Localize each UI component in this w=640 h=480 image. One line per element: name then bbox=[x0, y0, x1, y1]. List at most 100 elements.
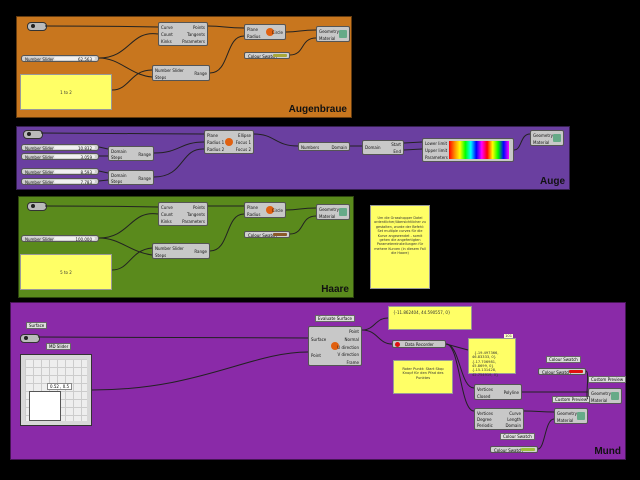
output-port-label: Normal bbox=[344, 337, 359, 342]
slider-label: Number Slider bbox=[25, 57, 54, 62]
wire bbox=[111, 247, 153, 271]
note-panel[interactable]: Um die Grasshopper Datei ordentlicher/üb… bbox=[370, 205, 430, 289]
gradient-component[interactable]: Lower limit Upper limit Parameters bbox=[422, 138, 514, 162]
wire bbox=[98, 33, 159, 59]
point-panel[interactable]: {-11.862404, 44.590557, 0} bbox=[388, 306, 472, 330]
input-port-label: Vertices bbox=[477, 411, 493, 416]
colour-swatch[interactable]: Colour Swatch bbox=[244, 52, 290, 59]
output-port-label: Range bbox=[138, 152, 151, 157]
input-port-label: Steps bbox=[111, 155, 123, 160]
surface-toggle[interactable] bbox=[20, 334, 40, 343]
surface-param[interactable]: Surface bbox=[26, 322, 48, 329]
nurbs-curve-component[interactable]: Vertices Degree Periodic Curve Length Do… bbox=[474, 408, 524, 430]
output-port-label: Frame bbox=[346, 360, 359, 365]
md-slider-label: MD Slider bbox=[46, 343, 72, 350]
wire bbox=[209, 35, 245, 74]
custom-preview-component[interactable]: Geometry Material bbox=[316, 204, 350, 220]
wire bbox=[98, 179, 109, 182]
slider-label: Number Slider bbox=[25, 237, 54, 242]
wire bbox=[153, 141, 205, 154]
deconstruct-domain-component[interactable]: Domain Start End bbox=[362, 140, 404, 155]
input-port-label: Plane bbox=[247, 205, 258, 210]
input-port-label: Radius 1 bbox=[207, 140, 225, 145]
input-port-label: Kinks bbox=[161, 39, 172, 44]
wire bbox=[361, 317, 389, 331]
range-component[interactable]: Domain Steps Range bbox=[108, 170, 154, 185]
wire bbox=[285, 207, 317, 211]
input-port-label: Geometry bbox=[319, 29, 339, 34]
input-port-label: Surface bbox=[311, 337, 327, 342]
bounds-component[interactable]: Numbers Domain bbox=[298, 142, 350, 151]
output-port-label: Focus 1 bbox=[235, 140, 251, 145]
polyline-component[interactable]: Vertices Closed Polyline bbox=[474, 384, 522, 400]
wire bbox=[253, 133, 299, 147]
wire bbox=[40, 132, 205, 135]
output-port-label: Tangents bbox=[187, 32, 205, 37]
wire bbox=[523, 410, 555, 413]
input-port-label: Count bbox=[161, 32, 173, 37]
input-port-label: Domain bbox=[111, 173, 127, 178]
input-port-label: Lower limit bbox=[425, 141, 448, 146]
wire bbox=[585, 370, 589, 400]
input-port-label: Geometry bbox=[557, 411, 577, 416]
input-port-label: Radius bbox=[247, 34, 261, 39]
ellipse-component[interactable]: Plane Radius 1 Radius 2 Ellipse Focus 1 … bbox=[204, 130, 254, 154]
output-port-label: Domain bbox=[331, 145, 347, 150]
output-port-label: Point bbox=[349, 329, 359, 334]
range-component[interactable]: Domain Steps Range bbox=[108, 146, 154, 161]
custom-preview-component[interactable]: Geometry Material bbox=[554, 408, 588, 424]
circle-icon bbox=[265, 206, 274, 214]
evaluate-icon bbox=[331, 342, 339, 350]
record-stop-icon[interactable] bbox=[395, 342, 400, 347]
slider-track bbox=[53, 57, 95, 60]
input-port-label: Material bbox=[557, 418, 574, 423]
divide-curve-component[interactable]: Curve Count Kinks Points Tangents Parame… bbox=[158, 22, 208, 46]
divide-curve-component[interactable]: Curve Count Kinks Points Tangents Parame… bbox=[158, 202, 208, 226]
wire bbox=[445, 343, 475, 412]
preview-icon bbox=[576, 412, 585, 420]
evaluate-surface-component[interactable]: Surface Point Point Normal U direction V… bbox=[308, 326, 362, 366]
custom-preview-component[interactable]: Geometry Material bbox=[316, 26, 350, 42]
colour-swatch-green[interactable]: Colour Swatch bbox=[490, 446, 538, 453]
recorded-points-panel[interactable]: 101 {-19.497366, 46.83333, 0} {-17.70698… bbox=[468, 334, 516, 377]
note-panel-mund[interactable]: Roter Punkt: Start Stop Knopf für den Pf… bbox=[393, 360, 453, 394]
toggle-button[interactable] bbox=[23, 130, 43, 139]
slider-value: 8.593 bbox=[80, 170, 92, 175]
custom-preview-label: Custom Preview bbox=[552, 396, 591, 403]
custom-preview-label: Custom Preview bbox=[588, 376, 627, 383]
circle-component[interactable]: Plane Radius Circle bbox=[244, 24, 286, 40]
wire bbox=[98, 57, 153, 78]
custom-preview-component[interactable]: Geometry Material bbox=[588, 388, 622, 404]
data-recorder-component[interactable]: Data Recorder bbox=[392, 340, 446, 348]
output-port-label: Domain bbox=[505, 423, 521, 428]
text-panel[interactable]: 1 to 2 bbox=[20, 74, 112, 110]
wire bbox=[513, 133, 531, 151]
input-port-label: Closed bbox=[477, 394, 491, 399]
circle-component[interactable]: Plane Radius Circle bbox=[244, 202, 286, 218]
md-slider[interactable]: 0.52 , 0.5 bbox=[20, 354, 92, 426]
input-port-label: Periodic bbox=[477, 423, 493, 428]
input-port-label: Plane bbox=[207, 133, 218, 138]
text-panel[interactable]: 5 to 2 bbox=[20, 254, 112, 290]
wire bbox=[361, 329, 393, 345]
group-label: Haare bbox=[321, 284, 349, 295]
range-component[interactable]: Number Slider Steps Range bbox=[152, 243, 210, 259]
slider-value: 7.783 bbox=[80, 180, 92, 185]
range-component[interactable]: Number Slider Steps Range bbox=[152, 65, 210, 81]
input-port-label: Geometry bbox=[591, 391, 611, 396]
wire bbox=[98, 170, 109, 174]
output-port-label: Parameters bbox=[182, 219, 205, 224]
input-port-label: Number Slider bbox=[155, 68, 184, 73]
colour-swatch[interactable]: Colour Swatch bbox=[244, 231, 290, 238]
input-port-label: Steps bbox=[111, 179, 123, 184]
md-handle[interactable] bbox=[29, 391, 61, 421]
colour-swatch-red[interactable]: Colour Swatch bbox=[538, 368, 586, 375]
group-label: Augenbraue bbox=[288, 104, 347, 115]
custom-preview-component[interactable]: Geometry Material bbox=[530, 130, 564, 146]
